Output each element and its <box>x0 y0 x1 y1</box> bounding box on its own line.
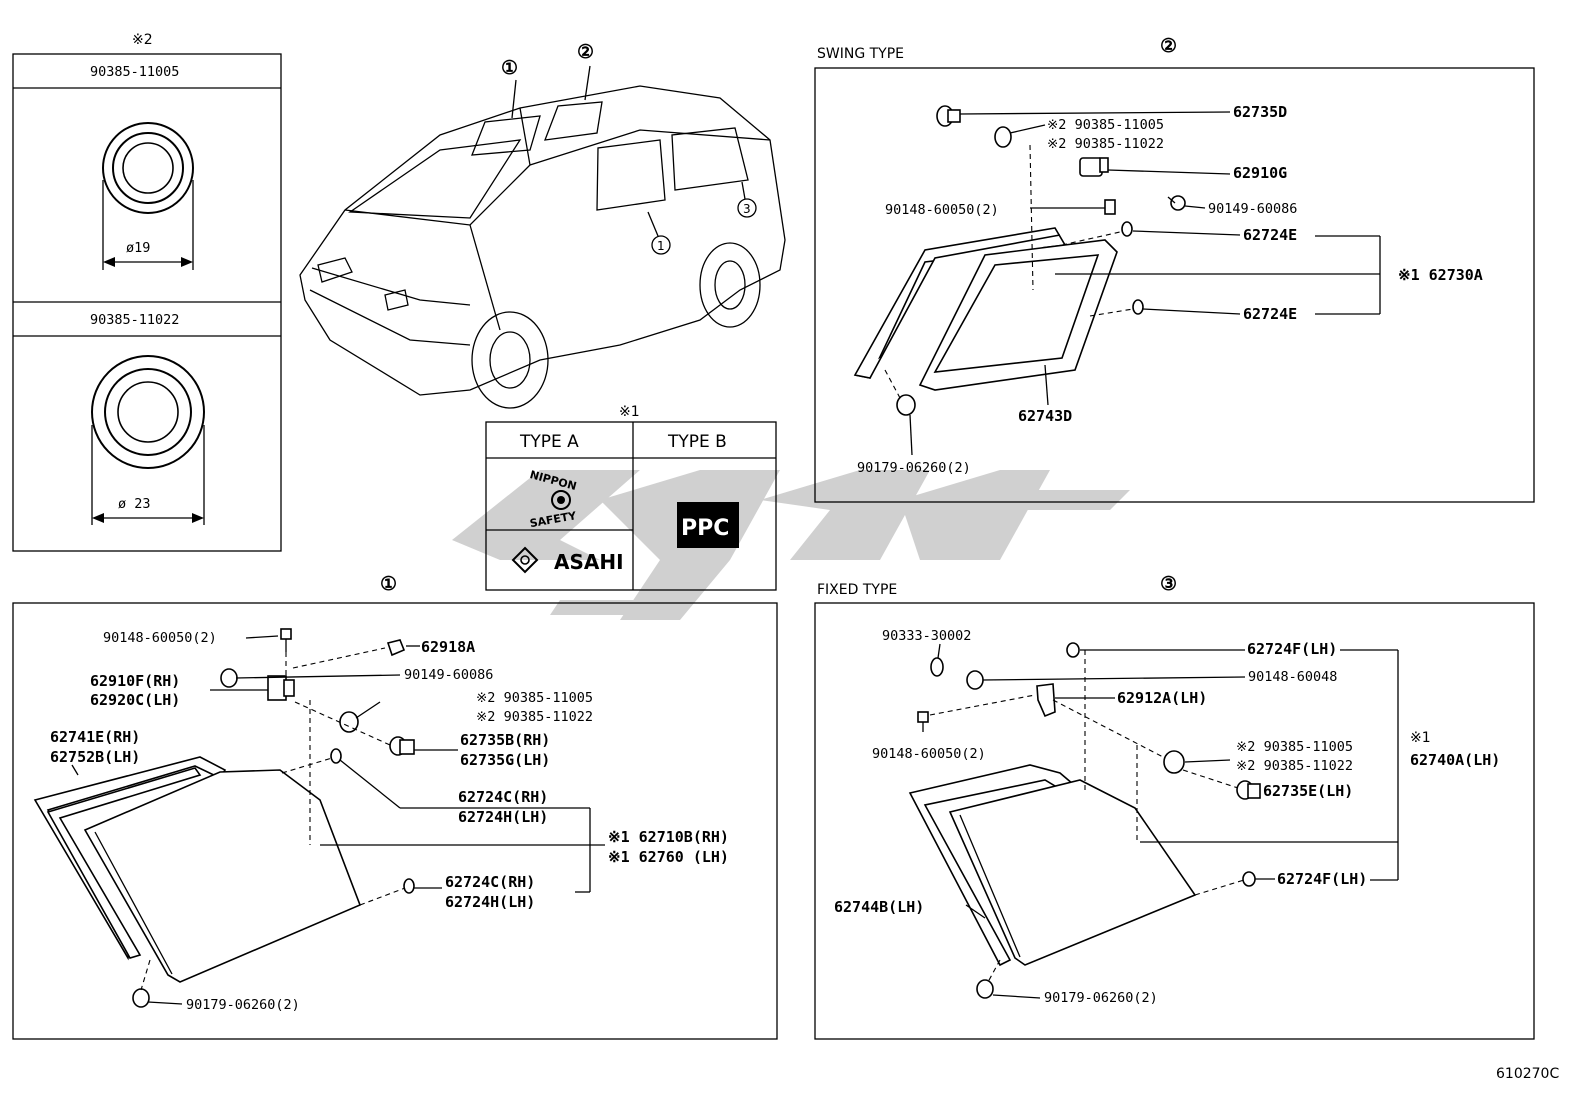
nut-cap-icon <box>1236 780 1261 800</box>
ppc-logo: PPC <box>677 502 739 548</box>
washer-19-icon <box>102 122 194 270</box>
callout-1-section: ① <box>380 573 397 595</box>
hinge-icon <box>267 675 295 701</box>
spacer-icon-2 <box>1242 871 1256 887</box>
nut-icon <box>132 988 150 1008</box>
label-62735D: 62735D <box>1233 103 1287 121</box>
swing-type-panel: SWING TYPE ② <box>814 35 1535 503</box>
label-62724H-1: 62724H(LH) <box>458 808 548 826</box>
cap-icon <box>930 657 944 677</box>
label-62724H-2: 62724H(LH) <box>445 893 535 911</box>
label-fixed-90179: 90179-06260(2) <box>1044 990 1158 1006</box>
callout-2-top: ② <box>577 41 594 63</box>
label-s1-w1: ※2 90385-11005 <box>476 690 593 706</box>
washer-reference-box: ※2 90385-11005 90385-11022 ø19 <box>12 32 282 552</box>
watermark-logo <box>452 470 1130 620</box>
washer-diameter-2: ø 23 <box>118 496 151 512</box>
label-62724F-2: 62724F(LH) <box>1277 870 1367 888</box>
label-62735G: 62735G(LH) <box>460 751 550 769</box>
drawing-code: 610270C <box>1496 1066 1559 1082</box>
label-62743D: 62743D <box>1018 407 1072 425</box>
label-90148-60048: 90148-60048 <box>1248 669 1337 685</box>
fixed-type-panel: FIXED TYPE ③ <box>814 573 1535 1040</box>
fixed-type-title: FIXED TYPE <box>817 582 897 598</box>
label-swing-w2: ※2 90385-11022 <box>1047 136 1164 152</box>
nut-icon <box>896 394 916 416</box>
label-62920C: 62920C(LH) <box>90 691 180 709</box>
swing-type-title: SWING TYPE <box>817 46 904 62</box>
label-62918A: 62918A <box>421 638 475 656</box>
label-62910G: 62910G <box>1233 164 1287 182</box>
spacer-icon-2 <box>1132 299 1144 315</box>
van-illustration: ① ② 1 3 <box>299 41 786 409</box>
washer-part-1: 90385-11005 <box>90 64 179 80</box>
clip-icon <box>936 105 961 127</box>
cap-icon <box>389 736 415 756</box>
bolt-icon <box>966 670 984 690</box>
spacer-icon-2 <box>403 878 415 894</box>
label-62741E: 62741E(RH) <box>50 728 140 746</box>
ref-mark-1: ※1 <box>619 404 640 420</box>
label-swing-screw: 90148-60050(2) <box>885 202 999 218</box>
type-b-header: TYPE B <box>667 432 727 452</box>
label-62710B: ※1 62710B(RH) <box>608 828 729 846</box>
label-62724C-2: 62724C(RH) <box>445 873 535 891</box>
asahi-text: ASAHI <box>554 550 624 574</box>
label-fixed-ref1: ※1 <box>1410 730 1431 746</box>
label-62724F-1: 62724F(LH) <box>1247 640 1337 658</box>
washer-icon <box>994 126 1012 148</box>
spacer-icon <box>1121 221 1133 237</box>
label-s1-screw: 90148-60050(2) <box>103 630 217 646</box>
label-62760: ※1 62760 (LH) <box>608 848 729 866</box>
callout-1-side: 1 <box>657 239 665 253</box>
label-62724E-2: 62724E <box>1243 305 1297 323</box>
label-62730A: ※1 62730A <box>1398 266 1483 284</box>
label-62752B: 62752B(LH) <box>50 748 140 766</box>
ref-mark-2: ※2 <box>132 32 153 48</box>
label-fixed-w1: ※2 90385-11005 <box>1236 739 1353 755</box>
label-90333: 90333-30002 <box>882 628 971 644</box>
label-62724C-1: 62724C(RH) <box>458 788 548 806</box>
callout-3-side: 3 <box>743 202 751 216</box>
label-62735B: 62735B(RH) <box>460 731 550 749</box>
bolt-icon <box>220 668 238 688</box>
screw-icon <box>1030 199 1116 215</box>
washer-part-2: 90385-11022 <box>90 312 179 328</box>
type-a-header: TYPE A <box>519 432 579 452</box>
label-62735E: 62735E(LH) <box>1263 782 1353 800</box>
callout-2-section: ② <box>1160 35 1177 57</box>
label-fixed-screw: 90148-60050(2) <box>872 746 986 762</box>
section-1-panel: ① <box>12 573 778 1040</box>
label-62912A: 62912A(LH) <box>1117 689 1207 707</box>
screw-icon <box>280 628 292 652</box>
spacer-icon <box>330 748 342 764</box>
hinge-icon <box>1036 683 1056 718</box>
hinge-icon <box>1079 157 1109 177</box>
glass-maker-type-table: ※1 TYPE A TYPE B NIPPON SAFETY ASAHI PPC <box>485 404 777 591</box>
callout-1-top: ① <box>501 57 518 79</box>
label-swing-w1: ※2 90385-11005 <box>1047 117 1164 133</box>
label-62740A: 62740A(LH) <box>1410 751 1500 769</box>
bolt-icon <box>1167 195 1186 211</box>
washer-icon <box>1163 750 1185 774</box>
callout-3-section: ③ <box>1160 573 1177 595</box>
label-s1-90179: 90179-06260(2) <box>186 997 300 1013</box>
label-62910F: 62910F(RH) <box>90 672 180 690</box>
ppc-text: PPC <box>681 516 729 541</box>
label-62744B: 62744B(LH) <box>834 898 924 916</box>
washer-23-icon <box>91 355 205 525</box>
label-swing-90149: 90149-60086 <box>1208 201 1297 217</box>
label-fixed-w2: ※2 90385-11022 <box>1236 758 1353 774</box>
bracket-icon <box>386 639 406 657</box>
label-62724E-1: 62724E <box>1243 226 1297 244</box>
washer-diameter-1: ø19 <box>126 240 150 256</box>
label-s1-90149: 90149-60086 <box>404 667 493 683</box>
screw-icon <box>917 711 929 732</box>
label-swing-90179: 90179-06260(2) <box>857 460 971 476</box>
asahi-logo: ASAHI <box>511 546 624 574</box>
spacer-icon <box>1066 642 1080 658</box>
label-s1-w2: ※2 90385-11022 <box>476 709 593 725</box>
nut-icon <box>976 979 994 999</box>
